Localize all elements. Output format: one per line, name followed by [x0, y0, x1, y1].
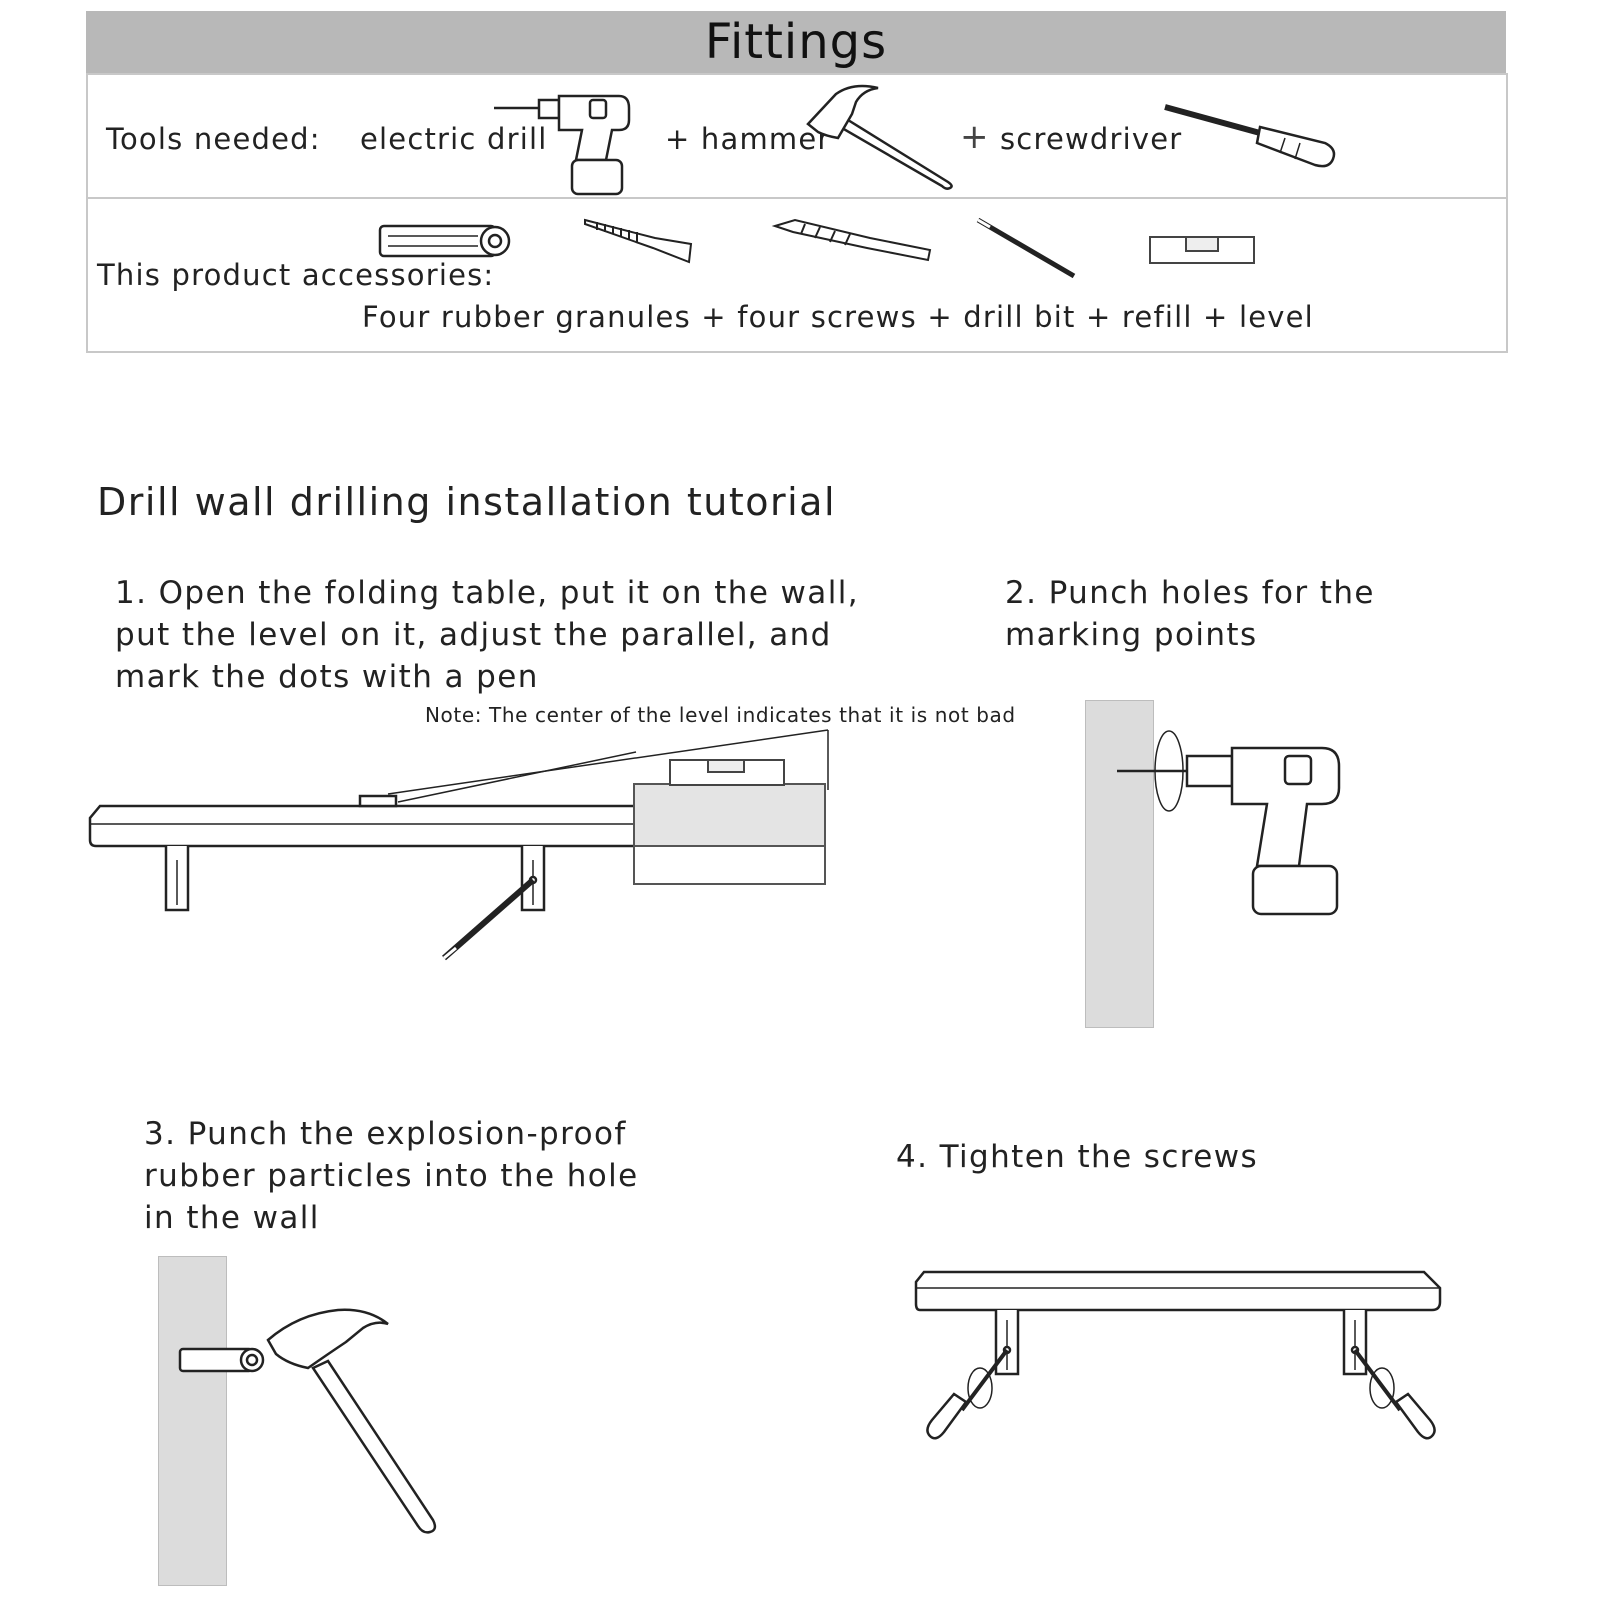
refill-icon: [976, 217, 1076, 279]
step-4-illustration: [914, 1270, 1442, 1440]
tool-drill-label: electric drill: [360, 122, 548, 156]
step-3-hammer-icon: [266, 1308, 437, 1534]
screw-icon: [584, 218, 693, 264]
rubber-granule-icon: [378, 224, 511, 258]
tool-screwdriver-label: screwdriver: [1000, 122, 1183, 156]
fittings-title: Fittings: [704, 14, 888, 70]
accessories-label: This product accessories:: [97, 258, 495, 292]
level-note: Note: The center of the level indicates …: [425, 703, 1016, 727]
tutorial-title: Drill wall drilling installation tutoria…: [97, 480, 837, 524]
hammer-icon: [806, 84, 953, 190]
tool-hammer-label: + hammer: [665, 122, 831, 156]
screwdriver-icon: [1164, 104, 1336, 168]
tools-label: Tools needed:: [106, 122, 321, 156]
step-2-line-2: marking points: [1005, 617, 1258, 653]
wall-step-3: [158, 1256, 227, 1586]
step-1-line-1: 1. Open the folding table, put it on the…: [115, 575, 859, 611]
step-2-line-1: 2. Punch holes for the: [1005, 575, 1375, 611]
wall-step-2: [1085, 700, 1154, 1028]
fittings-header: Fittings: [86, 11, 1506, 73]
step-3-rubber-granule-icon: [178, 1347, 265, 1373]
level-zoom-icon: [669, 759, 785, 786]
drill-icon: [494, 94, 631, 196]
step-1-line-2: put the level on it, adjust the parallel…: [115, 617, 832, 653]
step-2-drill-icon: [1117, 730, 1341, 916]
step-3-line-2: rubber particles into the hole: [144, 1158, 639, 1194]
step-1-line-3: mark the dots with a pen: [115, 659, 539, 695]
level-zoom-detail: [633, 783, 826, 885]
drill-bit-icon: [771, 218, 932, 262]
accessories-list: Four rubber granules + four screws + dri…: [362, 300, 1314, 334]
step-3-line-3: in the wall: [144, 1200, 320, 1236]
plus-sign: +: [960, 117, 989, 157]
step-3-text: 3. Punch the explosion-proof rubber part…: [144, 1113, 744, 1239]
step-2-text: 2. Punch holes for the marking points: [1005, 572, 1505, 656]
level-icon: [1149, 236, 1255, 264]
step-3-line-1: 3. Punch the explosion-proof: [144, 1116, 627, 1152]
step-1-text: 1. Open the folding table, put it on the…: [115, 572, 915, 698]
step-4-text: 4. Tighten the screws: [896, 1139, 1259, 1175]
step-1-illustration: [88, 729, 829, 961]
